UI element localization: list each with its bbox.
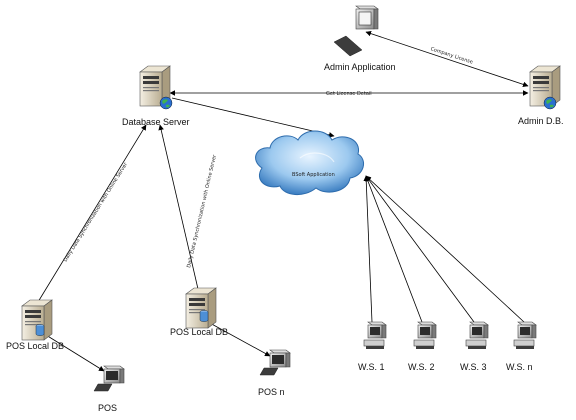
admin-db-globe-icon (543, 96, 557, 110)
edge-label-get-license: Get License Detail (326, 91, 372, 97)
edge-server-cloud (171, 97, 335, 138)
pos-local-db-2-db-icon (199, 310, 209, 322)
ws1-computer-icon (363, 321, 387, 350)
cloud-icon (255, 130, 365, 195)
edge-pos (45, 334, 105, 372)
database-server-label: Database Server (122, 117, 190, 127)
ws2-label: W.S. 2 (408, 362, 435, 372)
edge-label-sync-1: Daily Data Synchronization with Online S… (63, 161, 130, 263)
ws3-label: W.S. 3 (460, 362, 487, 372)
edge-sync-2 (158, 124, 199, 290)
pos-n-label: POS n (258, 387, 285, 397)
ws1-label: W.S. 1 (358, 362, 385, 372)
edge-sync-1 (37, 124, 147, 303)
cloud-label: BSoft Application (292, 172, 335, 178)
pos-local-db-2-server-icon (185, 287, 217, 329)
edge-ws3 (365, 175, 475, 323)
ws3-computer-icon (465, 321, 489, 350)
pos-n-terminal-icon (259, 349, 291, 376)
database-server-globe-icon (159, 96, 173, 110)
pos-terminal-icon (93, 365, 125, 392)
ws2-computer-icon (413, 321, 437, 350)
connections (37, 30, 529, 372)
edge-posn (207, 321, 271, 357)
admin-db-label: Admin D.B. (518, 116, 564, 126)
pos-local-db-1-db-icon (35, 324, 45, 336)
pos-local-db-2-label: POS Local DB (170, 327, 228, 337)
edge-ws2 (365, 175, 423, 323)
edge-ws1 (363, 175, 373, 323)
pos-local-db-1-label: POS Local DB (6, 341, 64, 351)
edge-wsn (365, 175, 525, 323)
edge-label-sync-2: Daily Data Synchronization with Online S… (186, 153, 218, 268)
edge-label-company-license: Company License (430, 46, 474, 65)
edge-company-license (365, 30, 529, 88)
pos-label: POS (98, 403, 117, 413)
wsn-label: W.S. n (506, 362, 533, 372)
admin-application-label: Admin Application (324, 62, 396, 72)
wsn-computer-icon (513, 321, 537, 350)
admin-application-icon (333, 5, 379, 57)
